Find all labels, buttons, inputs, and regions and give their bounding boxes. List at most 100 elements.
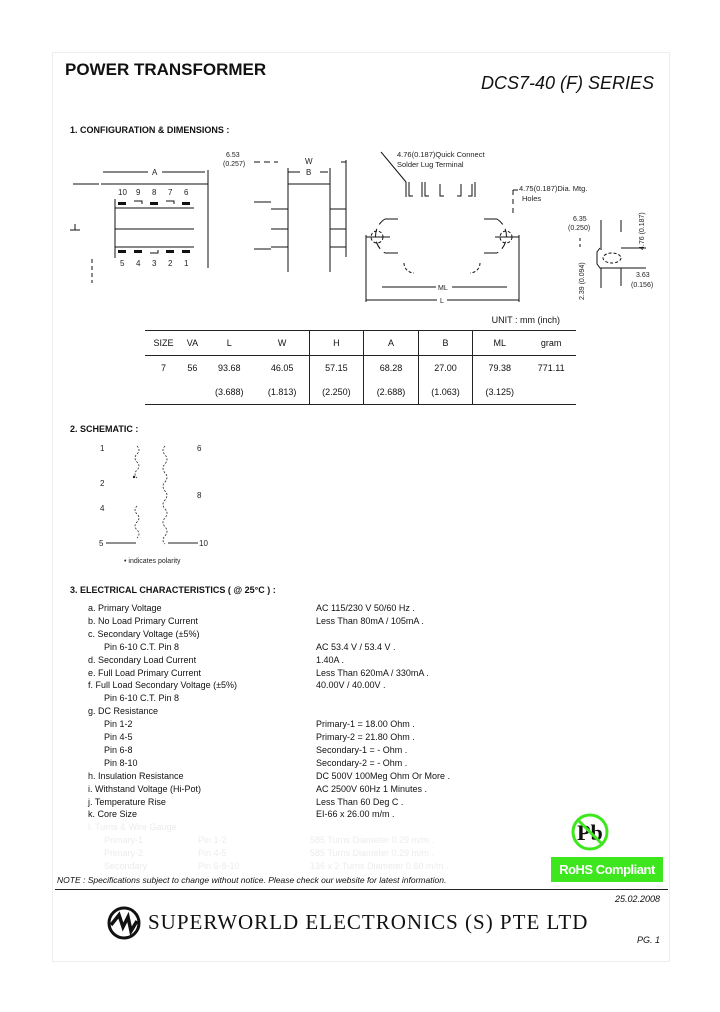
footer-divider: [55, 889, 668, 890]
cell: 27.00: [417, 355, 473, 380]
cell: 7: [160, 363, 166, 373]
spec-value: 1.40A .: [316, 654, 345, 665]
spec-value: 136 x 2 Turns Diameter 0.60 m/m .: [310, 861, 449, 871]
terminal-note: 4.76(0.187)Quick Connect: [397, 150, 485, 159]
spec-row: f. Full Load Secondary Voltage (±5%)40.0…: [88, 680, 488, 693]
dimensions-table: SIZE VA L W H A B ML gram 7 56 93.68 46.…: [145, 330, 576, 405]
cell: [182, 380, 203, 405]
spec-value: 585 Turns Diameter 0.29 m/m .: [310, 835, 435, 846]
series-name: DCS7-40 (F) SERIES: [480, 73, 654, 93]
hole-note: 4.75(0.187)Dia. Mtg.: [519, 184, 587, 193]
cell: 771.11: [537, 363, 565, 373]
cell: 68.28: [363, 355, 419, 380]
cell: 46.05: [270, 363, 294, 373]
rohs-badge: RoHS Compliant: [551, 857, 663, 882]
spec-value: 585 Turns Diameter 0.29 m/m .: [310, 848, 435, 859]
cell: (1.813): [267, 387, 297, 397]
spec-label: c. Secondary Voltage (±5%): [88, 628, 200, 639]
spec-pins: Pin 1-2: [198, 835, 227, 846]
cell: (2.250): [308, 380, 364, 405]
header-cell: SIZE: [145, 330, 182, 356]
pin-8: 8: [197, 491, 202, 500]
spec-row-faint: Primary-1 Pin 1-2 585 Turns Diameter 0.29 …: [88, 835, 488, 848]
spec-label: d. Secondary Load Current: [88, 654, 197, 665]
spec-label: k. Core Size: [88, 809, 138, 820]
unit-label: UNIT : mm (inch): [491, 315, 560, 325]
cell: [526, 380, 576, 405]
offset-mm: 6.53: [226, 152, 240, 159]
spec-row: Pin 6-8 Secondary-1 = - Ohm .: [88, 745, 488, 758]
spec-row: i. Withstand Voltage (Hi-Pot)AC 2500V 60…: [88, 784, 488, 797]
spec-row: g. DC Resistance: [88, 706, 488, 719]
spec-label: Pin 6-8: [104, 744, 133, 755]
spec-value: Secondary-1 = - Ohm .: [316, 744, 408, 755]
spec-row: k. Core Size EI-66 x 26.00 m/m .: [88, 809, 488, 822]
header-cell: VA: [181, 330, 203, 356]
pin-5: 5: [99, 539, 104, 548]
spec-label: g. DC Resistance: [88, 706, 159, 717]
spec-label: Pin 6-10 C.T. Pin 8: [104, 693, 180, 704]
doc-date: 25.02.2008: [614, 894, 660, 904]
spec-row-faint: Secondary Pin 6-8-10 136 x 2 Turns Diamete…: [88, 861, 488, 874]
header-cell: ML: [472, 330, 527, 356]
lug-dim: (0.250): [568, 225, 590, 232]
dim-ml-label: ML: [438, 285, 448, 292]
terminal-note: Solder Lug Terminal: [397, 160, 464, 169]
cell: [145, 380, 182, 405]
spec-label: b. No Load Primary Current: [88, 615, 199, 626]
spec-label: Primary-2: [104, 848, 144, 859]
dim-w-label: W: [305, 157, 313, 166]
header-cell: gram: [526, 330, 576, 356]
header-cell: B: [417, 330, 473, 356]
dim-b-label: B: [306, 168, 311, 177]
pin-1: 1: [100, 444, 105, 453]
spec-label: Pin 6-10 C.T. Pin 8: [104, 641, 180, 652]
pin-label: 6: [184, 188, 189, 197]
spec-label: Secondary: [104, 861, 148, 871]
table-row: 7 56 93.68 46.05 57.15 68.28 27.00 79.38…: [145, 355, 576, 380]
spec-label: Primary-1: [104, 835, 144, 846]
spec-value: EI-66 x 26.00 m/m .: [316, 809, 395, 820]
company-name: SUPERWORLD ELECTRONICS (S) PTE LTD: [148, 910, 589, 934]
spec-row: c. Secondary Voltage (±5%): [88, 629, 488, 642]
pin-label: 8: [152, 188, 157, 197]
spec-value: Less Than 60 Deg C .: [316, 796, 404, 807]
spec-row: Pin 1-2 Primary-1 = 18.00 Ohm .: [88, 719, 488, 732]
spec-row: d. Secondary Load Current 1.40A .: [88, 655, 488, 668]
doc-title: POWER TRANSFORMER: [65, 60, 267, 79]
spec-value: Secondary-2 = - Ohm .: [316, 757, 408, 768]
header-cell: A: [363, 330, 419, 356]
spec-value: AC 53.4 V / 53.4 V .: [316, 641, 396, 652]
pin-label: 3: [152, 259, 157, 268]
spec-label: Pin 8-10: [104, 757, 138, 768]
section-3-heading: 3. ELECTRICAL CHARACTERISTICS ( @ 25°C )…: [70, 585, 276, 595]
spec-label: l. Turns & Wire Gauge: [88, 822, 177, 833]
pin-6: 6: [197, 444, 202, 453]
pin-label: 5: [120, 259, 125, 268]
spec-value: Primary-1 = 18.00 Ohm .: [316, 719, 415, 730]
polarity-legend: • indicates polarity: [124, 558, 181, 565]
pin-label: 10: [118, 188, 127, 197]
dimension-drawing: A 10 9 8 7 6 5 4 3 2 1 6.53 (0.257) W B …: [70, 150, 653, 305]
header-cell: H: [308, 330, 364, 356]
header-cell: W: [255, 330, 310, 356]
dim-l-label: L: [440, 298, 444, 305]
cell: 56: [187, 363, 198, 373]
lug-dim: 2.39 (0.094): [579, 262, 586, 300]
section-2-heading: 2. SCHEMATIC :: [70, 424, 139, 434]
page-frame: [52, 52, 670, 962]
spec-pins: Pin 6-8-10: [198, 861, 240, 871]
table-row: (3.688) (1.813) (2.250) (2.688) (1.063) …: [145, 380, 576, 405]
spec-row-faint: l. Turns & Wire Gauge: [88, 822, 488, 835]
cell: 93.68: [217, 363, 241, 373]
pin-label: 1: [184, 259, 189, 268]
hole-note: Holes: [522, 194, 541, 203]
spec-label: Pin 1-2: [104, 719, 133, 730]
pin-2: 2: [100, 479, 105, 488]
pb-free-icon: Pb: [570, 812, 610, 857]
table-header-row: SIZE VA L W H A B ML gram: [145, 330, 576, 356]
pin-4: 4: [100, 504, 105, 513]
